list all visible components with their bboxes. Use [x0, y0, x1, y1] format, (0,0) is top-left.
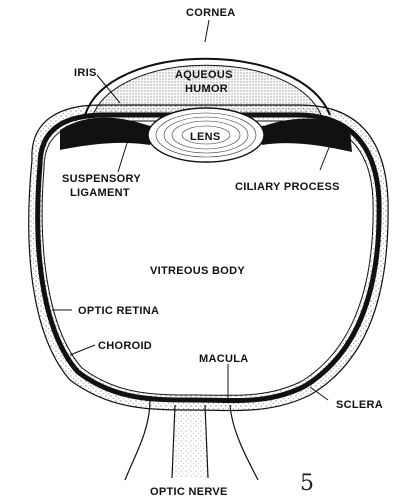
label-aqueous-humor: AQUEOUS — [175, 69, 233, 81]
label-iris: IRIS — [74, 67, 97, 79]
label-macula: MACULA — [199, 353, 248, 365]
label-choroid: CHOROID — [98, 340, 152, 352]
label-ligament: LIGAMENT — [70, 187, 130, 199]
label-lens: LENS — [190, 131, 221, 143]
label-aqueous-humor-2: HUMOR — [185, 83, 228, 95]
label-suspensory: SUSPENSORY — [62, 173, 141, 185]
label-optic-nerve: OPTIC NERVE — [150, 486, 228, 498]
label-sclera: SCLERA — [336, 399, 383, 411]
label-cornea: CORNEA — [186, 7, 235, 19]
label-optic-retina: OPTIC RETINA — [78, 305, 159, 317]
page-number: 5 — [300, 471, 314, 496]
label-ciliary-process: CILIARY PROCESS — [235, 181, 340, 193]
label-vitreous-body: VITREOUS BODY — [150, 265, 245, 277]
